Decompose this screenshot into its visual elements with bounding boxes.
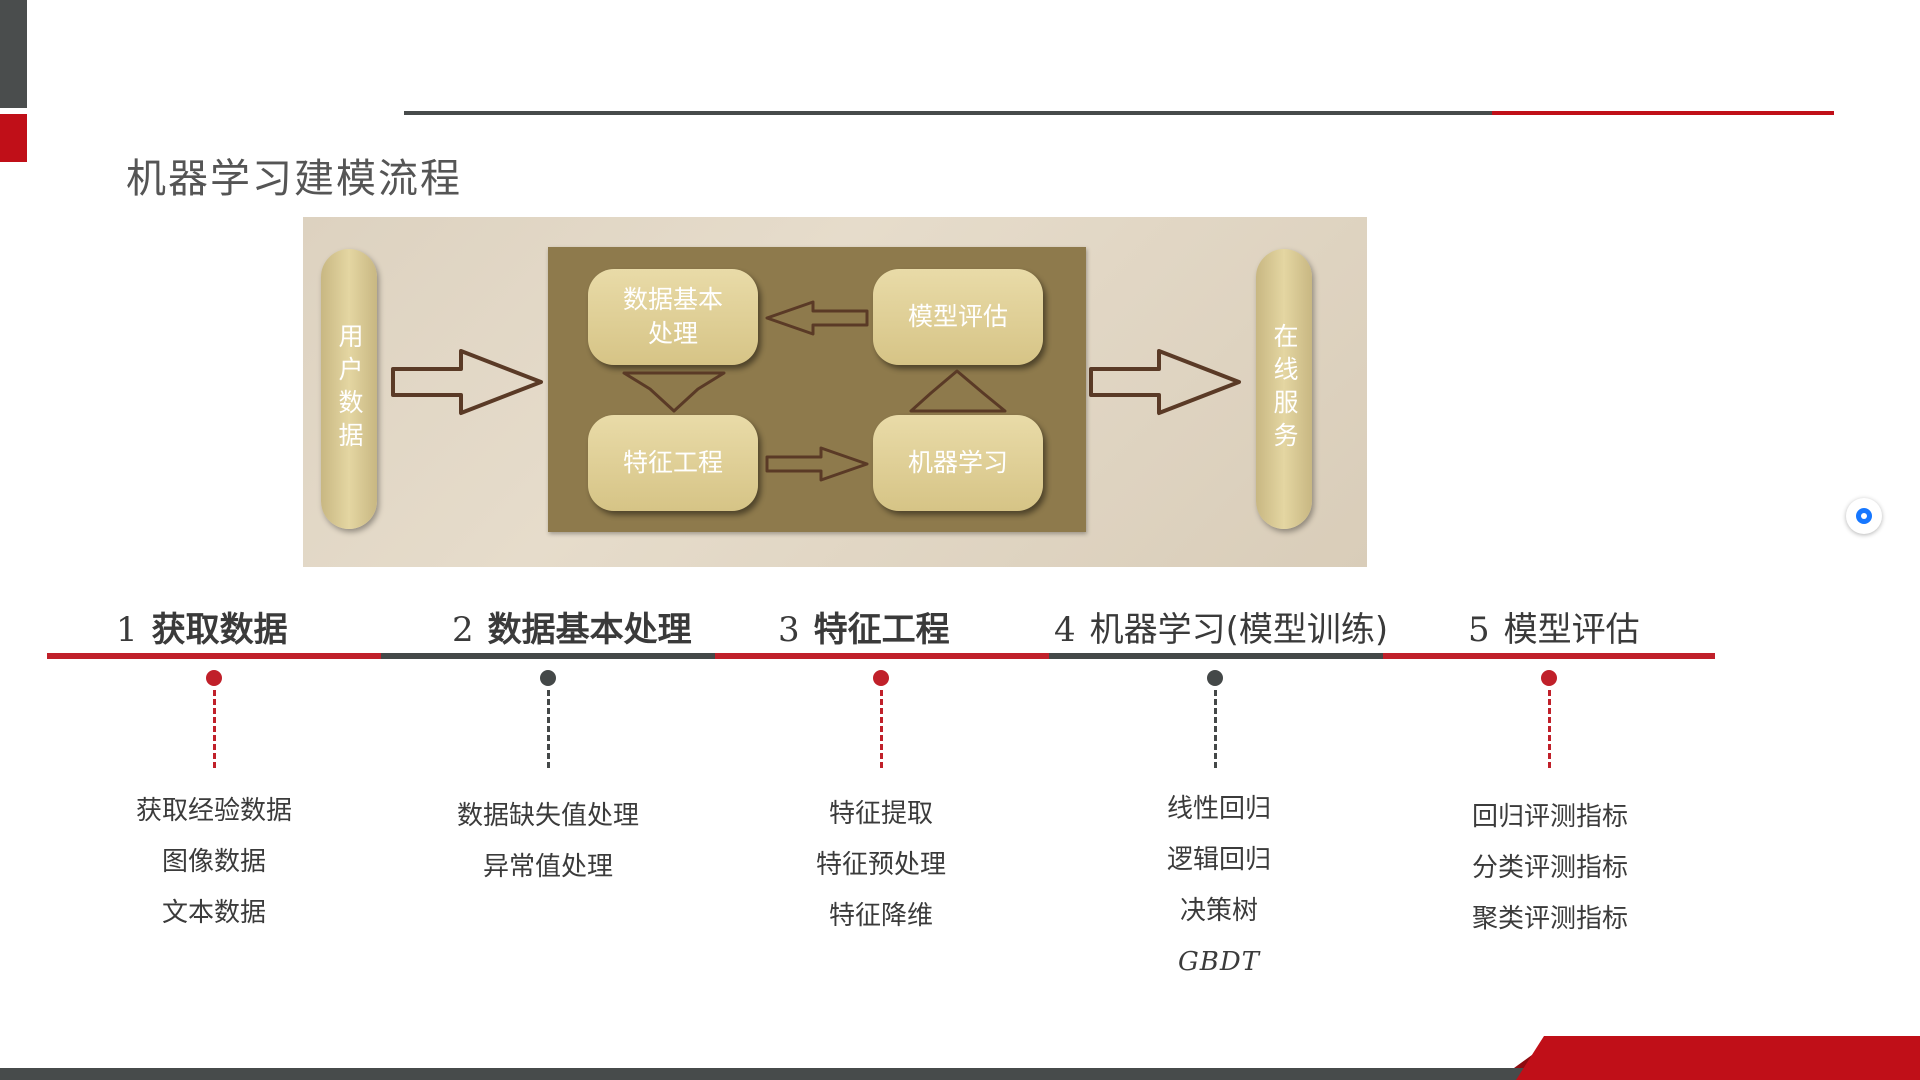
node-model-evaluation: 模型评估 xyxy=(873,269,1043,365)
arrow-data-to-feature xyxy=(622,371,726,413)
footer-band xyxy=(0,1068,1920,1080)
timeline-bar-5 xyxy=(1383,653,1715,659)
list-item: GBDT xyxy=(1177,947,1261,977)
list-item: 图像数据 xyxy=(161,847,266,877)
node-machine-learning: 机器学习 xyxy=(873,415,1043,511)
step-3-label: 特征工程 xyxy=(813,610,950,650)
step-5-label: 模型评估 xyxy=(1503,610,1640,650)
input-arrow xyxy=(391,349,543,415)
corner-accent-dark xyxy=(0,0,27,108)
step-1-title: 1 获取数据 xyxy=(116,602,288,651)
list-item: 特征预处理 xyxy=(815,850,946,880)
arrow-feature-to-ml xyxy=(765,446,869,482)
list-item: 文本数据 xyxy=(161,898,266,928)
timeline-stem-3 xyxy=(880,690,883,768)
step-2-items: 数据缺失值处理 异常值处理 xyxy=(418,791,678,893)
input-label: 用户数据 xyxy=(335,323,364,455)
step-5-title: 5 模型评估 xyxy=(1468,602,1640,651)
timeline-dot-1 xyxy=(206,670,222,686)
timeline-stem-5 xyxy=(1548,690,1551,768)
step-4-label: 机器学习(模型训练) xyxy=(1089,610,1389,650)
node-feature-engineering: 特征工程 xyxy=(588,415,758,511)
step-2-number: 2 xyxy=(452,610,474,650)
timeline-bar-4 xyxy=(1049,653,1383,659)
timeline-bar-1 xyxy=(47,653,381,659)
list-item: 获取经验数据 xyxy=(135,796,292,826)
step-3-number: 3 xyxy=(778,610,800,650)
step-3-items: 特征提取 特征预处理 特征降维 xyxy=(751,789,1011,942)
list-item: 异常值处理 xyxy=(482,852,613,882)
list-item: 逻辑回归 xyxy=(1166,845,1271,875)
output-label: 在线服务 xyxy=(1270,323,1299,455)
header-rule xyxy=(404,111,1492,115)
list-item: 数据缺失值处理 xyxy=(456,801,639,831)
process-core: 数据基本 处理 模型评估 特征工程 机器学习 xyxy=(548,247,1086,532)
timeline-bar-2 xyxy=(381,653,715,659)
step-2-label: 数据基本处理 xyxy=(487,610,692,650)
list-item: 聚类评测指标 xyxy=(1471,904,1628,934)
list-item: 线性回归 xyxy=(1166,794,1271,824)
step-2-title: 2 数据基本处理 xyxy=(452,602,692,651)
timeline-stem-1 xyxy=(213,690,216,768)
step-3-title: 3 特征工程 xyxy=(778,602,950,651)
timeline-dot-4 xyxy=(1207,670,1223,686)
output-arrow xyxy=(1089,349,1241,415)
footer-accent xyxy=(1516,1036,1920,1080)
page-title: 机器学习建模流程 xyxy=(126,156,462,202)
arrow-eval-to-data xyxy=(765,300,869,336)
corner-accent-red xyxy=(0,114,27,162)
input-pill: 用户数据 xyxy=(321,249,377,529)
assistant-icon xyxy=(1856,508,1872,524)
arrow-ml-to-eval xyxy=(909,369,1007,413)
list-item: 分类评测指标 xyxy=(1471,853,1628,883)
output-pill: 在线服务 xyxy=(1256,249,1312,529)
timeline-stem-2 xyxy=(547,690,550,768)
workflow-diagram: 用户数据 在线服务 数据基本 处理 模型评估 特征工程 机器学习 xyxy=(303,217,1367,567)
step-4-title: 4 机器学习(模型训练) xyxy=(1054,602,1388,651)
timeline-dot-3 xyxy=(873,670,889,686)
step-4-number: 4 xyxy=(1054,610,1076,650)
timeline-stem-4 xyxy=(1214,690,1217,768)
node-data-processing: 数据基本 处理 xyxy=(588,269,758,365)
step-1-items: 获取经验数据 图像数据 文本数据 xyxy=(84,786,344,939)
timeline-bar-3 xyxy=(715,653,1049,659)
timeline-dot-5 xyxy=(1541,670,1557,686)
step-5-number: 5 xyxy=(1468,610,1490,650)
step-1-number: 1 xyxy=(116,610,138,650)
step-4-items: 线性回归 逻辑回归 决策树 GBDT xyxy=(1089,784,1349,988)
list-item: 特征提取 xyxy=(828,799,933,829)
step-1-label: 获取数据 xyxy=(151,610,288,650)
list-item: 特征降维 xyxy=(828,901,933,931)
floating-assistant-button[interactable] xyxy=(1846,498,1882,534)
timeline-dot-2 xyxy=(540,670,556,686)
list-item: 回归评测指标 xyxy=(1471,802,1628,832)
header-rule-accent xyxy=(1492,111,1834,115)
step-5-items: 回归评测指标 分类评测指标 聚类评测指标 xyxy=(1420,792,1680,945)
list-item: 决策树 xyxy=(1179,896,1258,926)
